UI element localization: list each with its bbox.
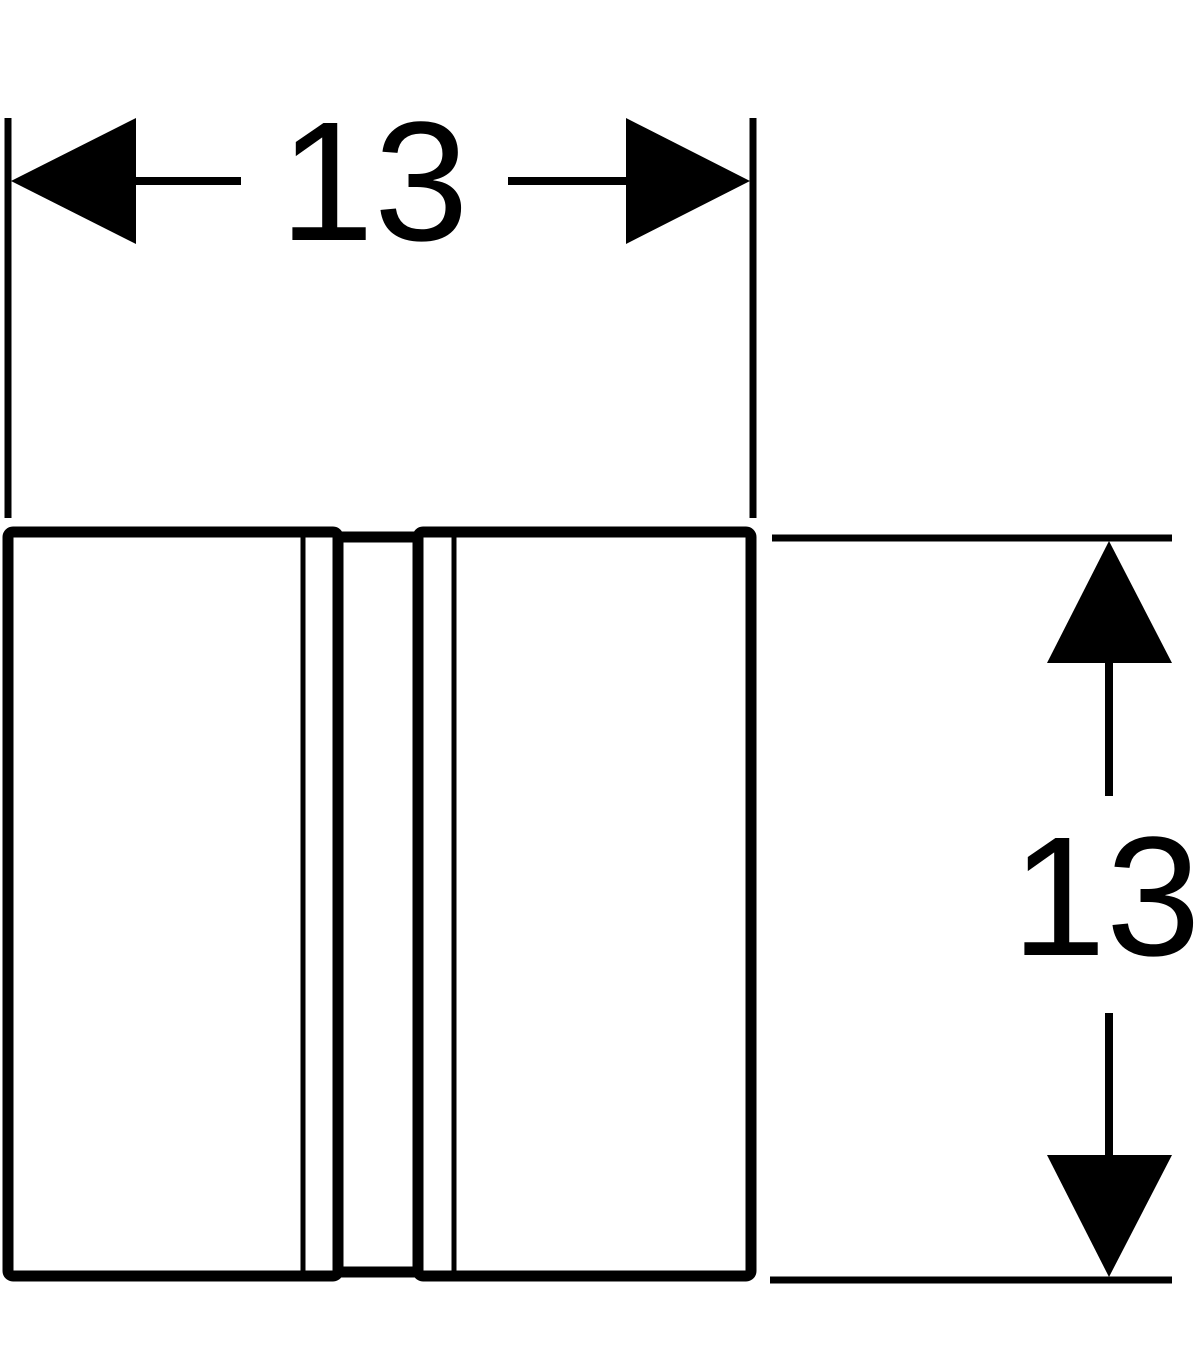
part-outline	[2, 526, 757, 1282]
arrowhead-left	[11, 118, 136, 244]
arrowhead-down	[1047, 1155, 1172, 1277]
width-label: 13	[279, 87, 468, 277]
right-panel	[412, 526, 757, 1282]
arrowhead-right	[626, 118, 750, 244]
height-dimension: 13	[770, 534, 1200, 1284]
height-label: 13	[1011, 802, 1200, 992]
arrowhead-up	[1047, 541, 1172, 663]
left-panel	[2, 526, 344, 1282]
width-dimension: 13	[4, 87, 757, 518]
